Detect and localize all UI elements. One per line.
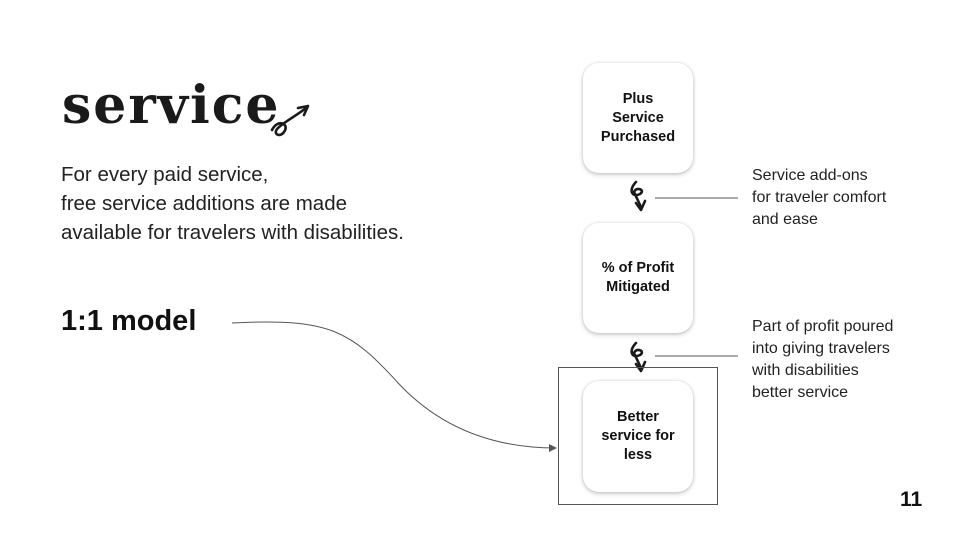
intro-line: free service additions are made [61,192,348,215]
loop-arrow-icon [270,104,310,137]
note-text: Part of profit poured into giving travel… [752,318,894,401]
note-profit-poured: Part of profit poured into giving travel… [752,316,952,404]
model-to-step-curve [231,321,557,452]
highlight-frame [558,367,718,505]
step-label: % of Profit Mitigated [601,260,675,295]
flow-arrow-icon [630,341,647,373]
step-box-profit-mitigated: % of Profit Mitigated [583,223,693,333]
step-label: Better service for less [601,409,675,463]
note-service-add-ons: Service add-ons for traveler comfort and… [752,165,952,231]
step-box-service-purchased: Plus Service Purchased [583,63,693,173]
page-number: 11 [900,488,923,511]
model-label: 1:1 model [61,305,197,337]
intro-line: available for travelers with disabilitie… [61,221,404,244]
step-box-better-service: Better service for less [583,381,693,492]
step-label: Plus Service Purchased [600,90,676,145]
note-text: Service add-ons for traveler comfort and… [752,167,887,228]
intro-line: For every paid service, [61,163,269,186]
flow-arrow-icon [630,180,647,212]
service-logo-wordmark: service [62,75,281,136]
intro-paragraph: For every paid service, free service add… [61,160,481,247]
